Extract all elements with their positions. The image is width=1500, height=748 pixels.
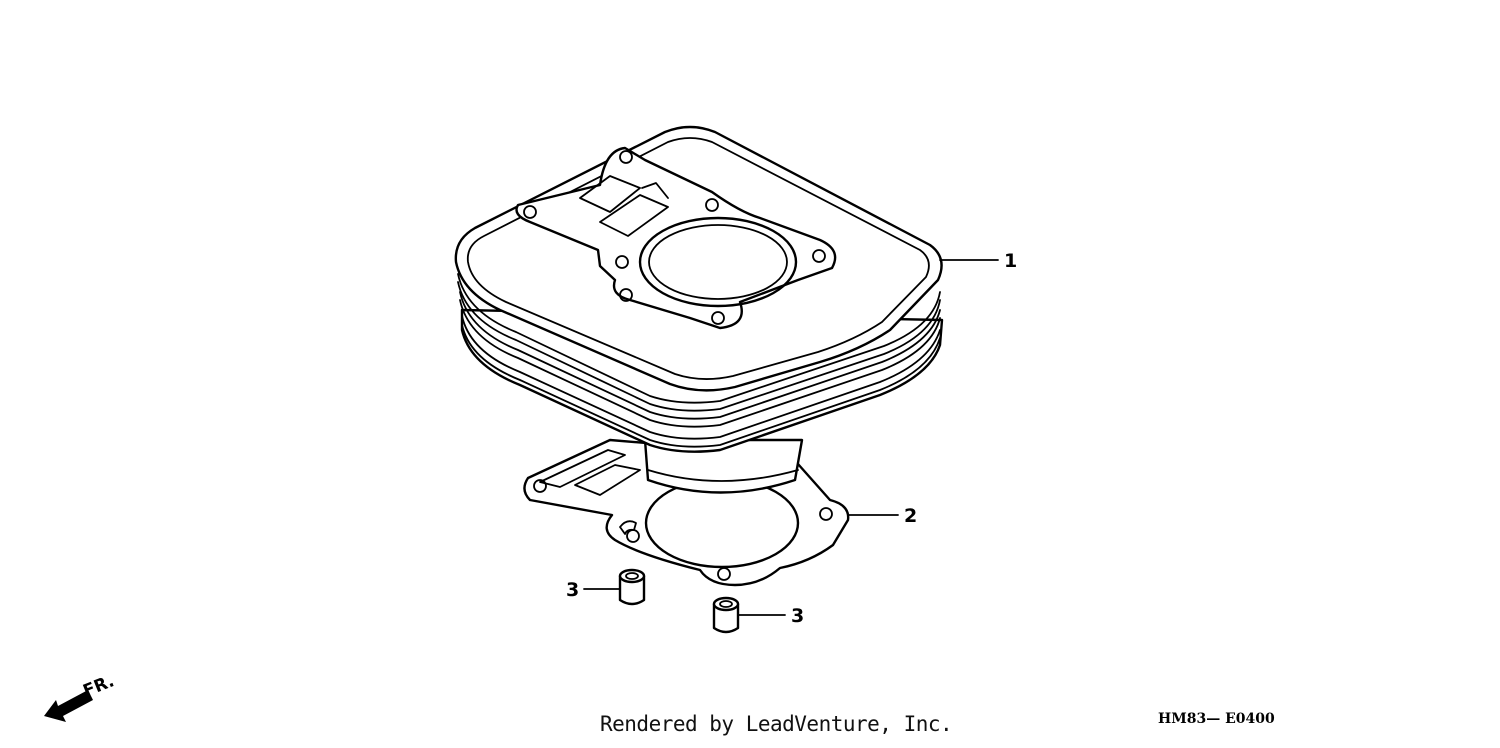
callout-2[interactable]: 2	[904, 505, 917, 527]
callout-3-right[interactable]: 3	[791, 605, 804, 627]
figure-code: HM83— E0400	[1158, 711, 1275, 727]
dowel-pin-left[interactable]	[618, 568, 646, 606]
front-label: FR.	[80, 671, 117, 701]
front-direction-marker: FR.	[44, 671, 117, 722]
callout-1[interactable]: 1	[1004, 250, 1017, 272]
callout-3-left[interactable]: 3	[566, 579, 579, 601]
render-credit: Rendered by LeadVenture, Inc.	[600, 712, 953, 736]
dowel-pin-right[interactable]	[712, 596, 740, 634]
leader-lines	[583, 259, 999, 616]
cylinder[interactable]	[454, 125, 944, 494]
front-arrow-icon	[44, 690, 93, 722]
